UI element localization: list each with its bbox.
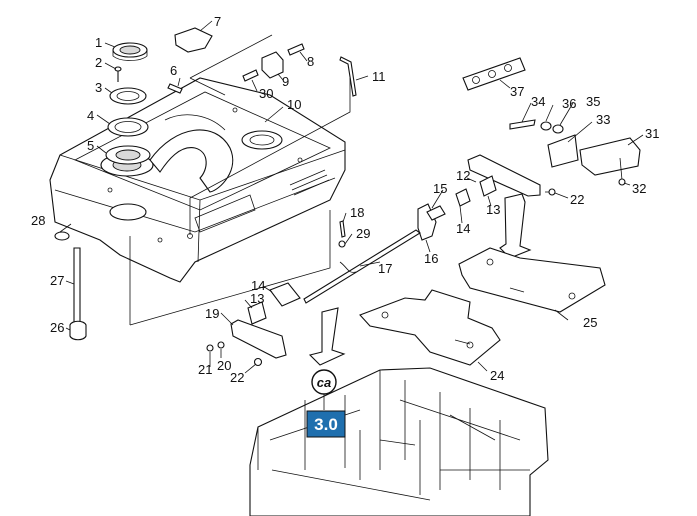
callout-27: 27 [50, 273, 64, 288]
callout-3: 3 [95, 80, 102, 95]
part-6-pin [167, 83, 183, 94]
callout-37: 37 [510, 84, 524, 99]
callout-20: 20 [217, 358, 231, 373]
callout-13-right: 13 [486, 202, 500, 217]
ca-mark-text: ca [317, 375, 331, 390]
parts-31-36 [509, 119, 641, 186]
base-housing [249, 367, 549, 516]
section-badge-text: 3.0 [314, 415, 338, 434]
callout-labels: 1 2 3 4 5 6 7 8 9 10 11 12 13 13 14 14 1… [31, 14, 659, 385]
part-7-clip [174, 27, 213, 53]
parts-12-16-22 [417, 154, 556, 259]
callout-6: 6 [170, 63, 177, 78]
callout-4: 4 [87, 108, 94, 123]
callout-22-right: 22 [570, 192, 584, 207]
callout-7: 7 [214, 14, 221, 29]
callout-26: 26 [50, 320, 64, 335]
callout-9: 9 [282, 74, 289, 89]
callout-36: 36 [562, 96, 576, 111]
callout-17: 17 [378, 261, 392, 276]
callout-21: 21 [198, 362, 212, 377]
callout-2: 2 [95, 55, 102, 70]
callout-35: 35 [586, 94, 600, 109]
section-badge: 3.0 [306, 410, 346, 438]
callout-10: 10 [287, 97, 301, 112]
callout-30: 30 [259, 86, 273, 101]
callout-13-left: 13 [250, 291, 264, 306]
callout-24: 24 [490, 368, 504, 383]
ring-stack [105, 42, 151, 165]
callout-11: 11 [372, 69, 386, 84]
callout-12: 12 [456, 168, 470, 183]
callout-34: 34 [531, 94, 545, 109]
part-11-rod [339, 56, 357, 97]
callout-31: 31 [645, 126, 659, 141]
callout-8: 8 [307, 54, 314, 69]
part-37-gasket [462, 57, 526, 91]
callout-16: 16 [424, 251, 438, 266]
callout-25: 25 [583, 315, 597, 330]
callout-1: 1 [95, 35, 102, 50]
callout-14-left: 14 [251, 278, 265, 293]
callout-28: 28 [31, 213, 45, 228]
callout-18: 18 [350, 205, 364, 220]
part-24-plate [359, 289, 501, 366]
parts-8-9-30 [242, 43, 305, 82]
part-25-plate [458, 247, 606, 313]
callout-5: 5 [87, 138, 94, 153]
leader-lines [59, 20, 644, 374]
callout-22-left: 22 [230, 370, 244, 385]
callout-29: 29 [356, 226, 370, 241]
callout-19: 19 [205, 306, 219, 321]
left-side-parts [206, 282, 346, 367]
parts-26-28 [54, 231, 87, 341]
callout-14-right: 14 [456, 221, 470, 236]
callout-32: 32 [632, 181, 646, 196]
ca-mark: ca [311, 369, 337, 395]
callout-15: 15 [433, 181, 447, 196]
callout-33: 33 [596, 112, 610, 127]
part-17-rod [303, 229, 421, 304]
